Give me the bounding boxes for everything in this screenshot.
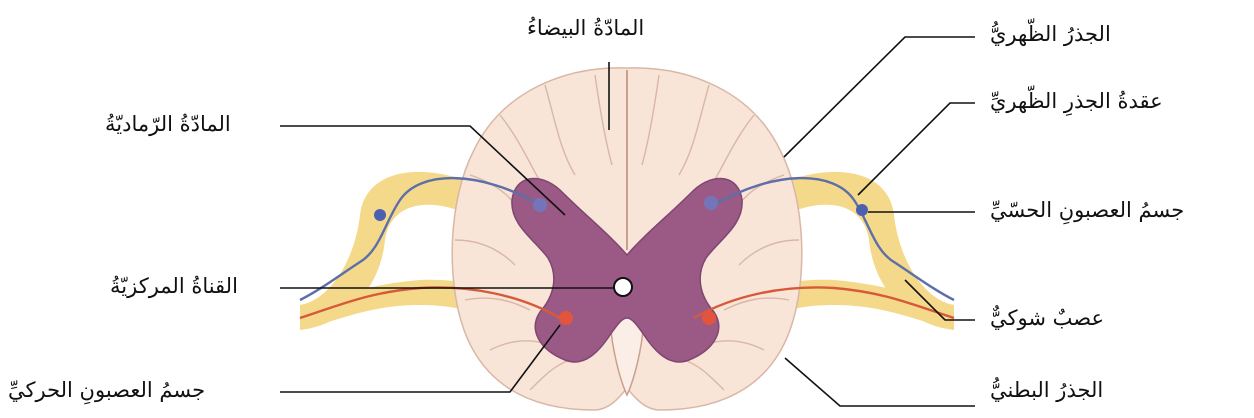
- sensory-neuron-body-right: [856, 204, 868, 216]
- sensory-neuron-body-left: [374, 209, 386, 221]
- motor-neuron-body-right: [702, 311, 716, 325]
- label-dorsal-root-ganglion: عقدةُ الجذرِ الظّهريِّ: [990, 91, 1163, 112]
- sensory-terminal-right: [704, 196, 718, 210]
- label-motor-neuron-body: جسمُ العصبونِ الحركيِّ: [8, 380, 205, 401]
- label-central-canal: القناةُ المركزيّةُ: [110, 276, 238, 297]
- label-sensory-neuron-body: جسمُ العصبونِ الحسّيِّ: [990, 200, 1184, 221]
- label-ventral-root: الجذرُ البطنيُّ: [990, 380, 1103, 401]
- leader-dorsal-root-ganglion: [858, 103, 975, 195]
- label-dorsal-root: الجذرُ الظّهريُّ: [990, 24, 1111, 45]
- label-white-matter: المادّةُ البيضاءُ: [527, 18, 644, 39]
- label-spinal-nerve: عصبٌ شوكيٌّ: [990, 308, 1104, 329]
- leader-ventral-root: [785, 358, 975, 406]
- label-gray-matter: المادّةُ الرّماديّةُ: [105, 114, 231, 135]
- leader-dorsal-root: [784, 37, 975, 157]
- sensory-terminal-left: [533, 198, 547, 212]
- motor-neuron-body-left: [559, 311, 573, 325]
- central-canal: [614, 278, 632, 296]
